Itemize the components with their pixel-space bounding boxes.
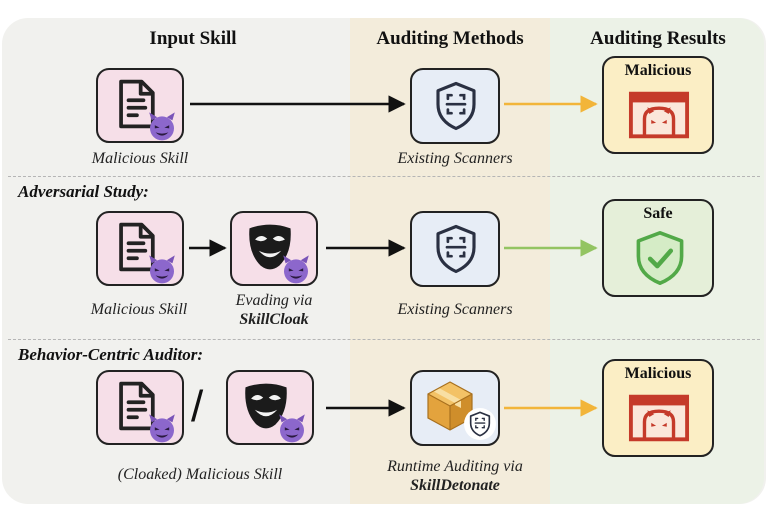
malicious-skill-box <box>96 211 184 286</box>
shield-check-icon <box>633 229 687 287</box>
result-label: Safe <box>643 205 673 222</box>
header-input-skill: Input Skill <box>149 28 237 49</box>
existing-scanner-box <box>410 68 500 144</box>
result-malicious-box: Malicious <box>602 359 714 457</box>
result-label: Malicious <box>624 365 692 382</box>
shield-scan-icon <box>429 222 483 276</box>
devil-icon <box>146 253 178 285</box>
devil-icon <box>146 412 178 444</box>
malicious-skill-box <box>96 370 184 445</box>
skill-detonate-box <box>410 370 500 446</box>
caption-malicious-skill: Malicious Skill <box>90 301 188 318</box>
caption-existing-scanners: Existing Scanners <box>397 150 513 167</box>
caption-line: Evading via <box>235 292 313 309</box>
caption-runtime-auditing: Runtime Auditing via SkillDetonate <box>370 457 540 495</box>
cloaked-skill-box <box>226 370 314 445</box>
caption-existing-scanners: Existing Scanners <box>397 301 513 318</box>
existing-scanner-box <box>410 211 500 287</box>
caption-skilldetonate: SkillDetonate <box>410 477 500 494</box>
result-safe-box: Safe <box>602 199 714 297</box>
section-title-adversarial-study: Adversarial Study: <box>18 182 149 201</box>
shield-scan-icon <box>429 79 483 133</box>
caption-evading-via-skillcloak: Evading via SkillCloak <box>210 291 338 329</box>
shield-badge <box>464 408 496 440</box>
window-devil-icon <box>628 393 690 443</box>
row-separator <box>8 339 760 340</box>
caption-line: Runtime Auditing via <box>387 458 523 475</box>
malicious-skill-box <box>96 68 184 143</box>
result-label: Malicious <box>624 62 692 79</box>
caption-malicious-skill: Malicious Skill <box>91 150 189 167</box>
devil-icon <box>276 412 308 444</box>
section-title-behavior-centric-auditor: Behavior-Centric Auditor: <box>18 345 203 364</box>
devil-icon <box>280 253 312 285</box>
cloaked-skill-box <box>230 211 318 286</box>
caption-skillcloak: SkillCloak <box>239 311 309 328</box>
row-separator <box>8 176 760 177</box>
header-auditing-results: Auditing Results <box>590 28 726 49</box>
devil-icon <box>146 110 178 142</box>
caption-cloaked-malicious-skill: (Cloaked) Malicious Skill <box>117 466 283 483</box>
shield-scan-icon <box>466 410 494 438</box>
window-devil-icon <box>628 90 690 140</box>
result-malicious-box: Malicious <box>602 56 714 154</box>
slash-separator: / <box>191 382 204 431</box>
header-auditing-methods: Auditing Methods <box>376 28 524 49</box>
